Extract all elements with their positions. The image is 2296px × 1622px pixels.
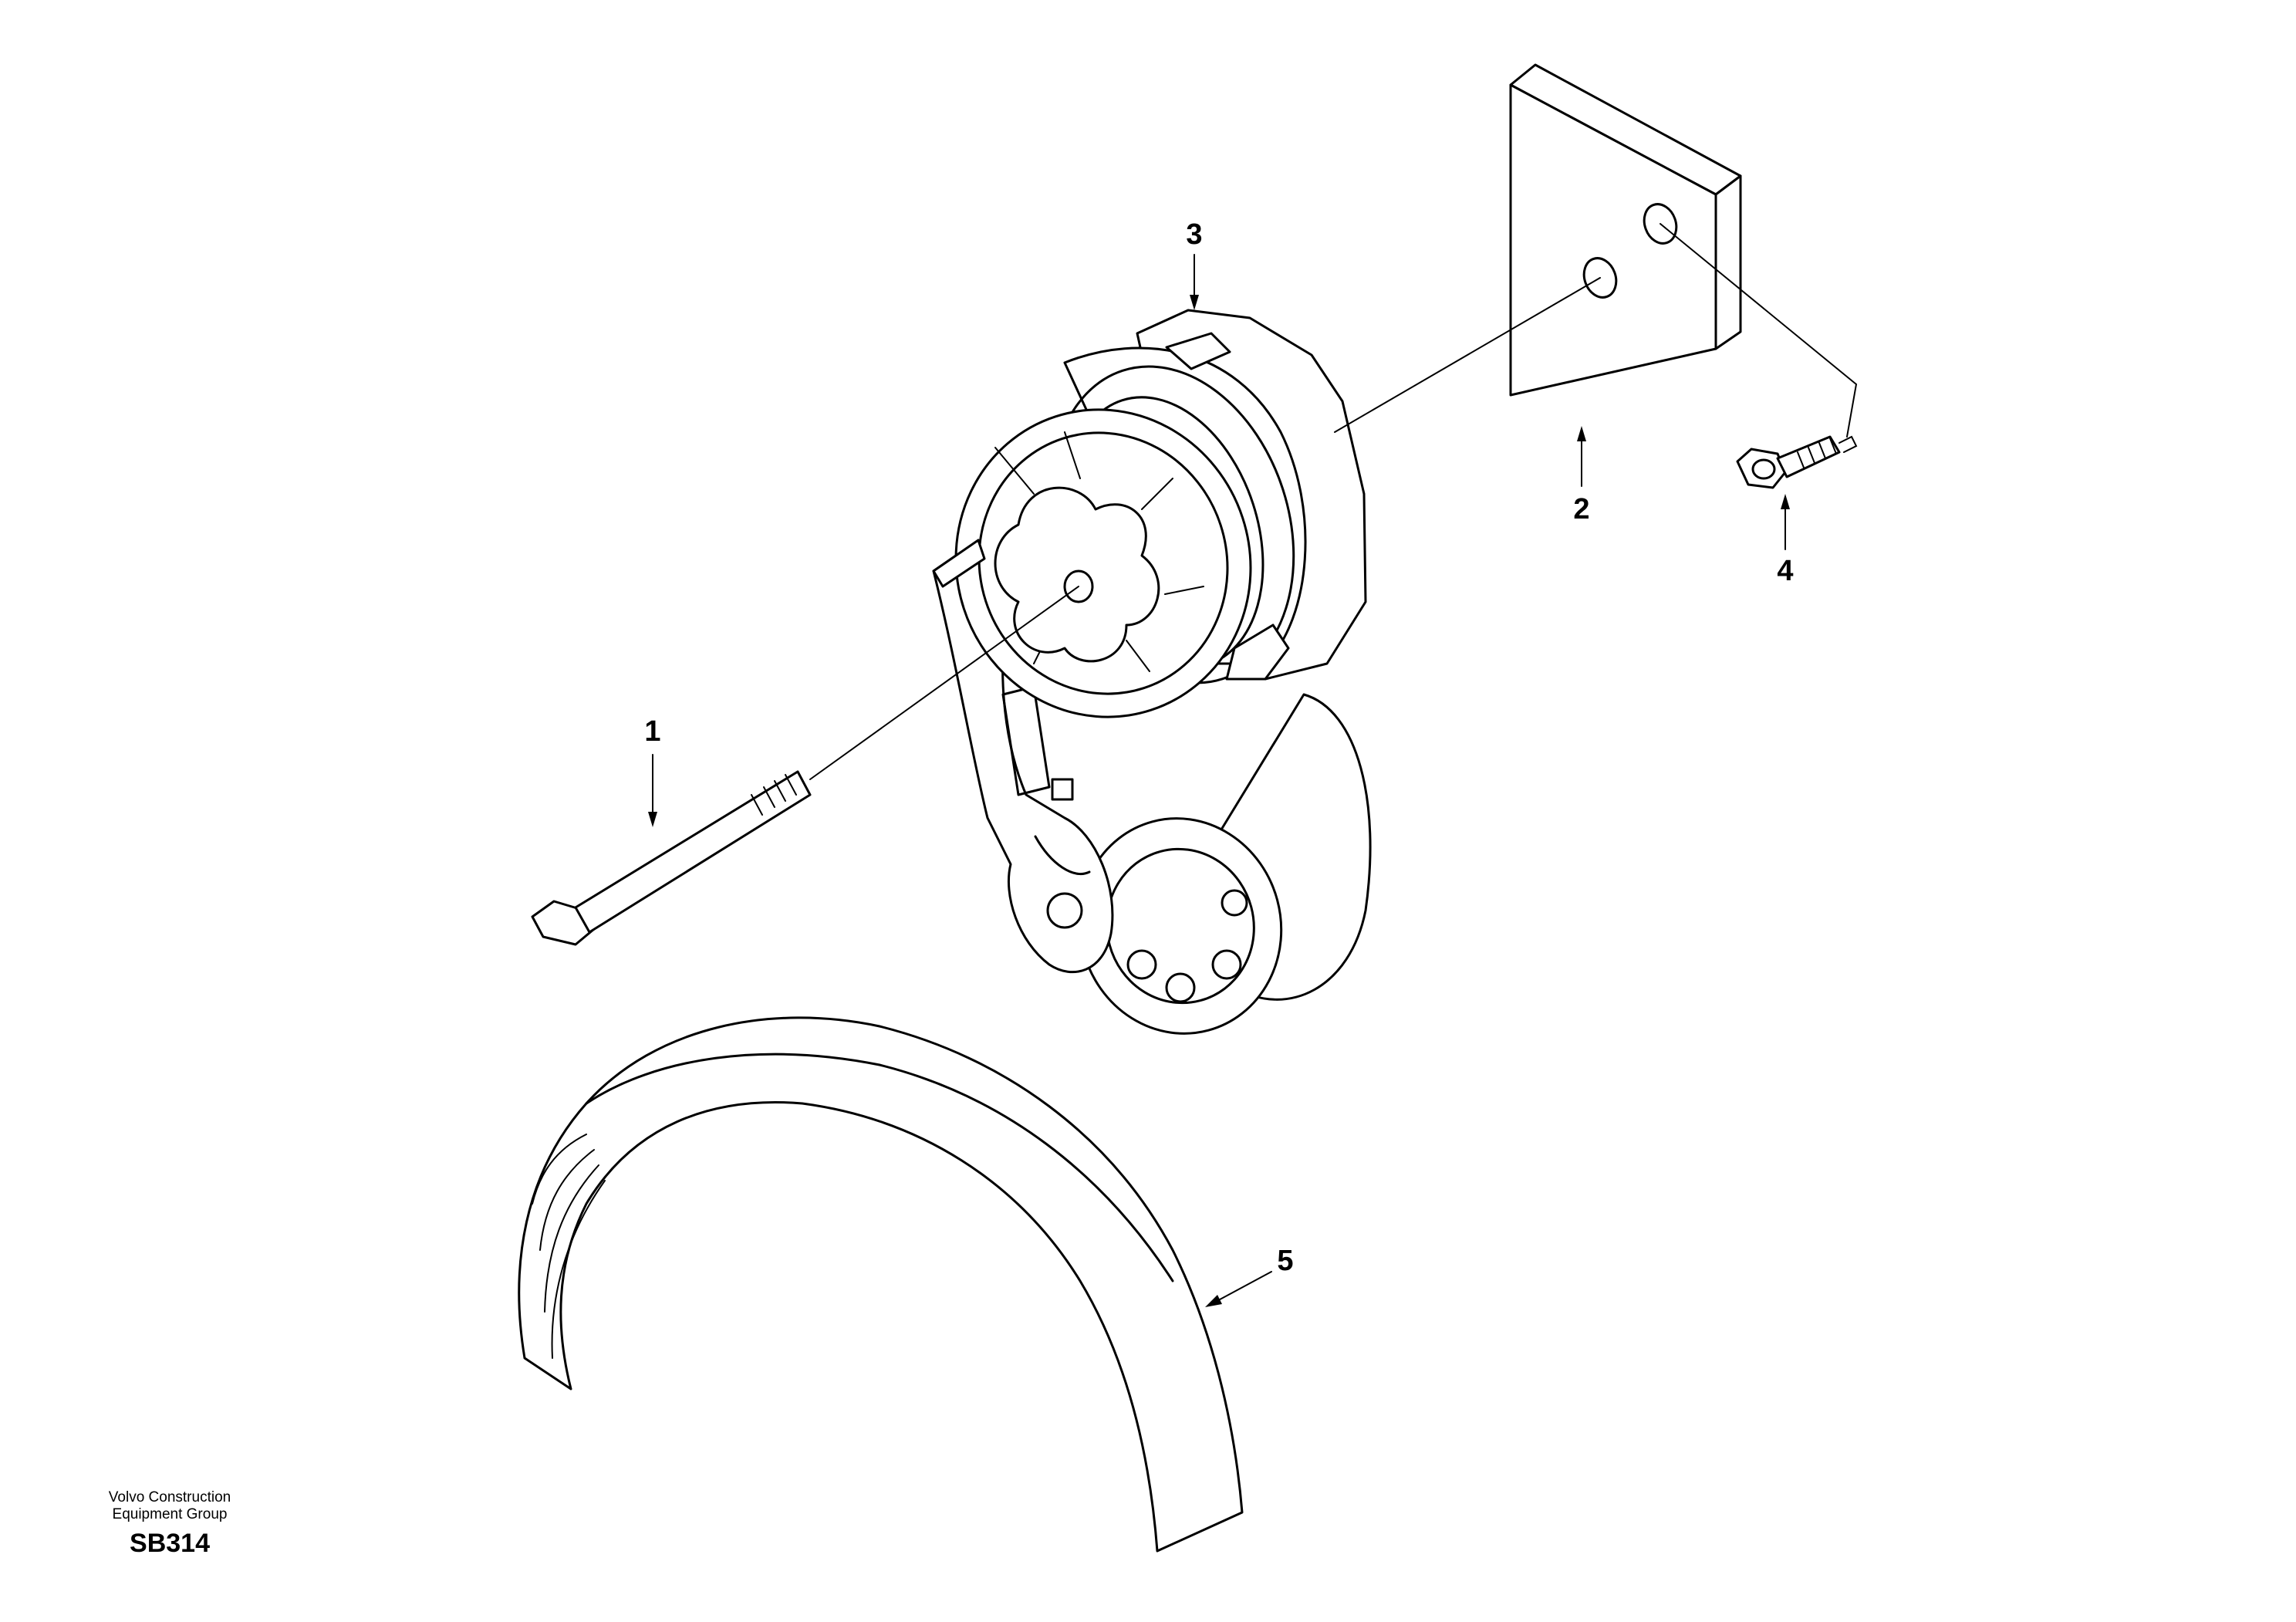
drive-belt-drawing [518, 1016, 1244, 1553]
callout-1: 1 [644, 715, 660, 748]
belt-tensioner-drawing [932, 309, 1372, 1035]
callout-arrows [648, 254, 1790, 1307]
callout-4: 4 [1777, 555, 1793, 587]
assembly-lines [809, 223, 1858, 780]
spacer-plate-drawing [1509, 63, 1742, 397]
drawing-code: SB314 [130, 1529, 210, 1558]
callout-5: 5 [1277, 1245, 1293, 1277]
company-name-line1: Volvo Construction [108, 1489, 231, 1505]
company-name-line2: Equipment Group [112, 1506, 228, 1522]
flange-screw-drawing [1736, 435, 1858, 489]
bolt-drawing [531, 770, 812, 946]
callout-2: 2 [1573, 493, 1589, 525]
callout-3: 3 [1186, 218, 1202, 251]
drawing-footer: Volvo Construction Equipment Group SB314 [54, 1489, 285, 1560]
